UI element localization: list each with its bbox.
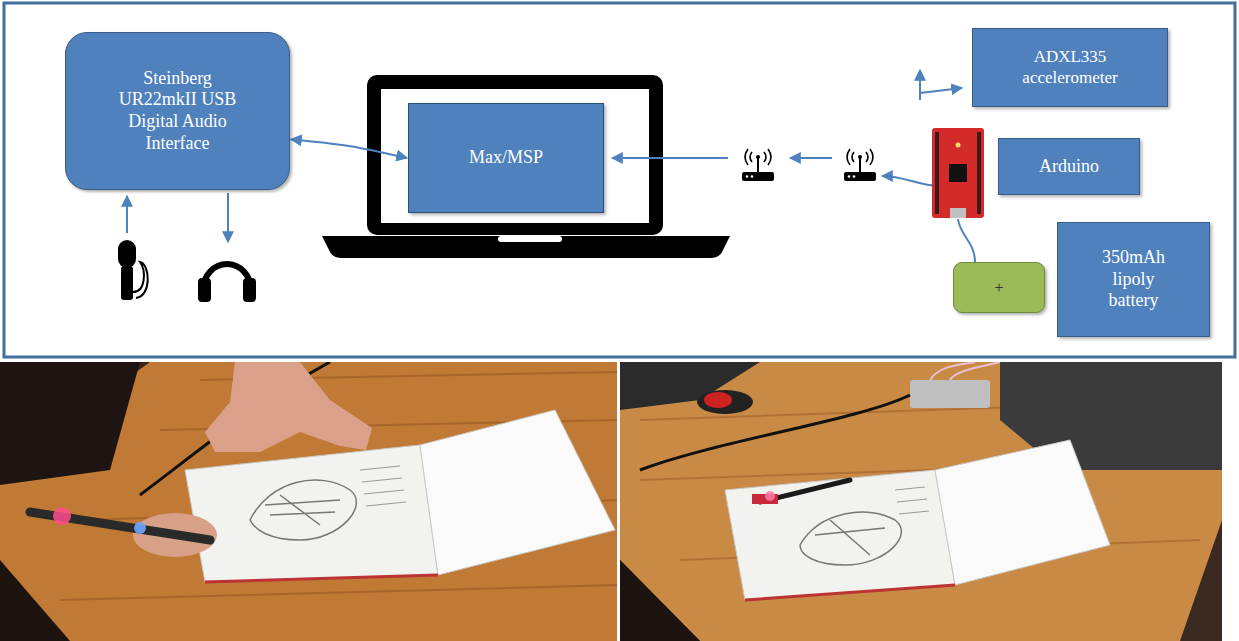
router-dot bbox=[756, 155, 760, 159]
arduino-wireless-arrow bbox=[882, 176, 940, 186]
router-waves bbox=[847, 149, 873, 165]
board-box: Arduino bbox=[998, 138, 1140, 195]
battery-wire bbox=[958, 219, 975, 262]
chip bbox=[949, 164, 967, 182]
floor bbox=[0, 560, 70, 641]
photo-background bbox=[620, 362, 1222, 641]
sketch bbox=[800, 512, 901, 565]
sketch bbox=[250, 480, 356, 540]
notebook-page bbox=[725, 470, 955, 600]
router-led bbox=[853, 175, 856, 178]
pen bbox=[760, 480, 850, 502]
node-label: 350mAh lipoly battery bbox=[1094, 247, 1174, 312]
headphone-arrow bbox=[227, 193, 229, 242]
battery-shape: + bbox=[953, 262, 1045, 313]
laptop-base bbox=[322, 236, 730, 258]
table-top bbox=[0, 362, 617, 641]
pin-header bbox=[935, 132, 939, 214]
laptop-notch bbox=[498, 236, 562, 242]
notebook-edge bbox=[205, 575, 438, 582]
mic-cable bbox=[133, 262, 148, 298]
notebook-page bbox=[185, 445, 438, 582]
router-body bbox=[844, 172, 876, 181]
node-label: + bbox=[994, 278, 1003, 297]
hub-cable bbox=[930, 362, 1000, 380]
router-body bbox=[742, 172, 774, 181]
pink-glow bbox=[53, 507, 71, 525]
microphone-icon bbox=[118, 240, 148, 300]
photo-right bbox=[620, 362, 1222, 641]
mic-body bbox=[121, 266, 133, 300]
axis-arrow bbox=[919, 70, 921, 100]
table-top bbox=[620, 362, 1222, 641]
diagram-frame bbox=[4, 3, 1235, 357]
mouse bbox=[697, 390, 753, 414]
usb-connector bbox=[950, 208, 966, 218]
wireless-arrow bbox=[612, 157, 728, 159]
wireless-arrow bbox=[790, 157, 832, 159]
person-shadow bbox=[0, 362, 140, 485]
mic-head bbox=[118, 240, 136, 268]
battery-box: 350mAh lipoly battery bbox=[1057, 222, 1210, 337]
arduino-board bbox=[932, 128, 984, 218]
board-pcb bbox=[932, 128, 984, 218]
handwriting bbox=[360, 466, 406, 506]
photo-background bbox=[0, 362, 617, 641]
laptop-display bbox=[381, 89, 649, 223]
interface-box: Steinberg UR22mkII USB Digital Audio Int… bbox=[65, 32, 290, 190]
led bbox=[956, 143, 961, 148]
notebook-page bbox=[935, 440, 1110, 585]
mouse-top bbox=[704, 392, 732, 408]
laptop-screen-bezel bbox=[367, 75, 663, 235]
mic-arrow bbox=[126, 196, 128, 233]
floor bbox=[620, 560, 700, 641]
headphone-cup bbox=[243, 278, 256, 302]
node-label: Arduino bbox=[1039, 156, 1099, 178]
router-led bbox=[746, 175, 749, 178]
node-label: ADXL335 accelerometer bbox=[995, 47, 1145, 88]
usb-hub bbox=[910, 380, 990, 408]
handwriting bbox=[895, 487, 929, 514]
sensor-box: ADXL335 accelerometer bbox=[972, 28, 1168, 107]
router-led bbox=[751, 175, 754, 178]
cable bbox=[640, 395, 910, 470]
axis-arrow bbox=[920, 88, 962, 93]
notebook-page bbox=[420, 410, 615, 575]
router-waves bbox=[745, 149, 771, 165]
router-icon bbox=[844, 149, 876, 181]
router-antenna bbox=[757, 158, 759, 172]
software-box: Max/MSP bbox=[408, 103, 604, 213]
blue-led bbox=[134, 522, 146, 534]
node-label: Max/MSP bbox=[469, 147, 543, 169]
router-antenna bbox=[859, 158, 861, 172]
photo-left bbox=[0, 362, 617, 641]
headphones-icon bbox=[198, 264, 256, 302]
pin-header bbox=[977, 132, 981, 214]
node-label: Steinberg UR22mkII USB Digital Audio Int… bbox=[114, 68, 242, 154]
headphone-cup bbox=[198, 278, 211, 302]
hand bbox=[205, 362, 372, 452]
router-dot bbox=[858, 155, 862, 159]
laptop-icon bbox=[322, 75, 730, 258]
router-led bbox=[848, 175, 851, 178]
connector-arrow bbox=[291, 139, 407, 158]
router-icon bbox=[742, 149, 774, 181]
notebook-edge bbox=[745, 585, 955, 600]
pink-glow bbox=[765, 491, 775, 501]
